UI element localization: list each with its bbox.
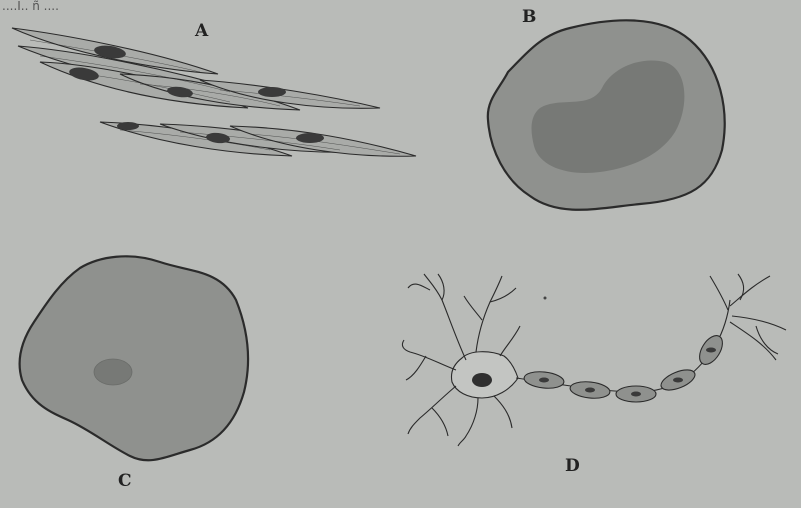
cell-d-neuron xyxy=(402,274,786,446)
neuron-nucleus xyxy=(472,373,492,387)
axon-terminal-1 xyxy=(710,276,728,310)
dendrite-1 xyxy=(424,274,466,360)
cell-c-nucleus xyxy=(94,359,132,385)
cell-c-membrane xyxy=(20,256,249,460)
dendrite-5 xyxy=(458,398,478,446)
dendrite-4-branch xyxy=(432,408,448,436)
dendrite-3 xyxy=(402,340,456,370)
label-d: D xyxy=(565,456,580,476)
axon-terminal-3 xyxy=(732,316,786,330)
dendrite-2 xyxy=(476,276,502,352)
header-fragment: ....Ì.. ñ .... xyxy=(2,0,59,13)
label-c: C xyxy=(118,471,132,491)
dendrite-4 xyxy=(408,386,456,434)
label-b: B xyxy=(522,7,536,27)
dendrite-2-branch xyxy=(464,288,516,320)
ink-speck xyxy=(544,297,547,300)
label-a: A xyxy=(194,21,209,41)
axon-terminal-2 xyxy=(730,276,770,306)
cell-b-leukocyte xyxy=(488,20,725,209)
cell-c-squamous xyxy=(20,256,249,460)
dendrite-3-branch xyxy=(406,356,426,380)
axon-terminal-4 xyxy=(730,322,776,360)
dendrite-7 xyxy=(500,326,520,356)
cell-a-smooth-muscle xyxy=(12,28,416,156)
dendrite-1-branch xyxy=(408,274,444,300)
dendrite-6 xyxy=(494,396,512,428)
myelin-sheath xyxy=(523,332,727,402)
